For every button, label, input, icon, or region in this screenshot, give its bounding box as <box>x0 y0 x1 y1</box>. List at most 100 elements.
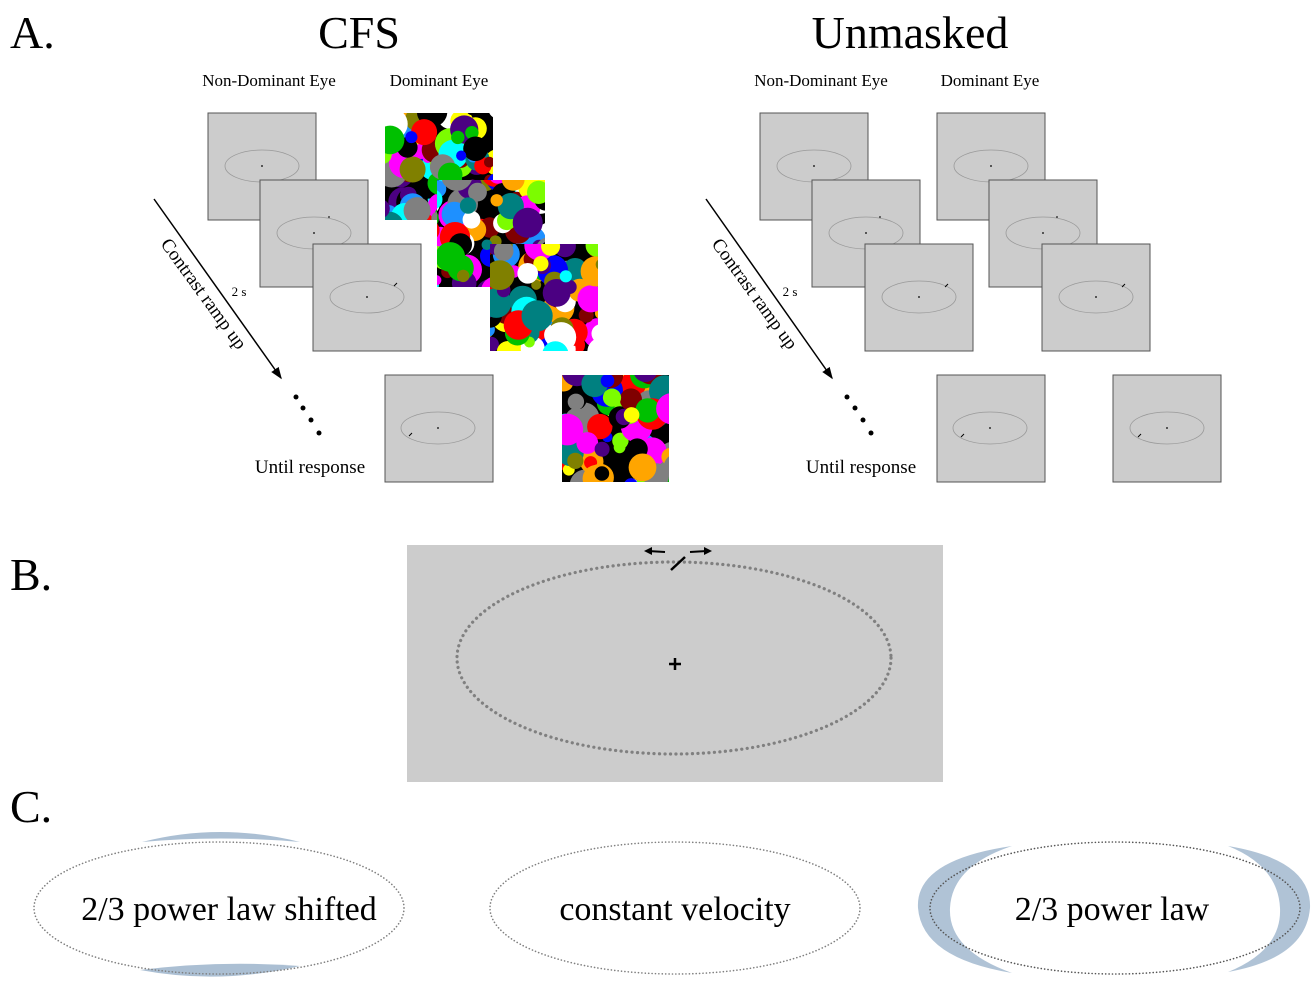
mondrian-circle <box>441 180 472 191</box>
mondrian-circle <box>468 182 487 202</box>
mondrian-circle <box>635 398 660 423</box>
mondrian-circle <box>656 393 669 424</box>
mondrian-circle <box>385 125 405 155</box>
mondrian-circle <box>542 341 569 351</box>
mondrian-circle <box>602 388 622 407</box>
condition-power-law: 2/3 power law <box>917 841 1311 975</box>
stimulus-frame <box>312 243 422 352</box>
mondrian-circle <box>457 269 470 283</box>
mondrian-circle <box>459 197 477 214</box>
condition-label: 2/3 power law shifted <box>81 891 377 928</box>
mondrian-circle <box>580 256 598 287</box>
mondrian-circle <box>667 408 669 419</box>
cfs-until-response: Until response <box>255 457 365 478</box>
unmasked-until-response: Until response <box>806 457 916 478</box>
mondrian-circle <box>437 190 443 209</box>
condition-constant-velocity: constant velocity <box>489 841 861 975</box>
mondrian-circle <box>587 413 613 440</box>
mondrian-circle <box>628 453 657 482</box>
mondrian-circle <box>541 244 561 256</box>
mondrian-circle <box>594 441 610 457</box>
cfs-nondominant-stack <box>207 112 494 483</box>
stimulus-frame <box>1041 243 1151 352</box>
cfs-duration: 2 s <box>232 284 247 299</box>
mondrian-circle <box>437 223 440 238</box>
mondrian-circle <box>577 285 598 313</box>
mondrian-circle <box>490 260 515 290</box>
mondrian-circle <box>661 447 669 466</box>
mondrian-circle <box>405 131 418 144</box>
dotted-ellipse-path <box>33 841 405 975</box>
unmasked-duration: 2 s <box>783 284 798 299</box>
mondrian-mask <box>562 375 669 482</box>
mondrian-circle <box>437 275 442 286</box>
moving-bar-target <box>670 556 686 571</box>
cfs-ellipsis-dots <box>293 394 322 436</box>
unmasked-col-right: Dominant Eye <box>941 71 1040 90</box>
stimulus-frame <box>936 374 1046 483</box>
mondrian-circle <box>501 180 525 191</box>
mondrian-circle <box>594 466 610 481</box>
mondrian-circle <box>663 456 669 478</box>
mondrian-circle <box>527 180 545 204</box>
stimulus-frame <box>384 374 494 483</box>
mondrian-circle <box>567 452 584 469</box>
unmasked-dominant-stack <box>936 112 1222 483</box>
mondrian-circle <box>385 200 390 218</box>
mondrian-circle <box>624 478 638 482</box>
mondrian-circle <box>623 407 640 423</box>
mondrian-circle <box>399 156 426 183</box>
unmasked-title: Unmasked <box>812 7 1009 58</box>
mondrian-circle <box>619 388 643 411</box>
mondrian-circle <box>542 279 571 307</box>
mondrian-circle <box>562 477 567 482</box>
mondrian-circle <box>385 211 403 220</box>
stimulus-frame <box>864 243 974 352</box>
mondrian-circle <box>512 207 543 238</box>
dotted-ellipse-path <box>929 841 1301 975</box>
mondrian-circle <box>456 150 467 161</box>
unmasked-time-arrow <box>705 198 833 380</box>
cfs-col-right: Dominant Eye <box>390 71 489 90</box>
stimulus-frame <box>1112 374 1222 483</box>
mondrian-circle <box>462 210 481 229</box>
condition-shifted: 2/3 power law shifted <box>33 832 405 977</box>
mondrian-circle <box>600 375 615 388</box>
unmasked-col-left: Non-Dominant Eye <box>754 71 888 90</box>
mondrian-circle <box>463 136 488 162</box>
dotted-ellipse-path <box>455 560 893 756</box>
mondrian-circle <box>467 113 478 116</box>
mondrian-circle <box>490 194 503 207</box>
mondrian-circle <box>451 130 465 145</box>
condition-label: constant velocity <box>559 891 790 928</box>
fixation-cross <box>669 658 681 670</box>
cfs-mondrian-stack <box>385 113 669 482</box>
mondrian-circle <box>559 270 572 283</box>
mondrian-mask <box>490 244 598 351</box>
mondrian-circle <box>489 113 493 118</box>
mondrian-circle <box>576 432 599 454</box>
condition-label: 2/3 power law <box>1015 891 1210 928</box>
mondrian-circle <box>573 375 578 376</box>
mondrian-circle <box>437 242 466 272</box>
mondrian-circle <box>613 441 626 454</box>
panel-b-label: B. <box>10 549 52 600</box>
mondrian-circle <box>521 300 553 332</box>
cfs-time-arrow <box>153 198 282 380</box>
mondrian-circle <box>490 180 505 184</box>
velocity-highlight-bottom <box>140 963 300 977</box>
mondrian-circle <box>484 156 493 168</box>
unmasked-ellipsis-dots <box>844 394 874 436</box>
mondrian-circle <box>481 239 493 251</box>
unmasked-nondominant-stack <box>759 112 1046 483</box>
mondrian-circle <box>437 212 439 224</box>
mondrian-circle <box>567 393 585 410</box>
cfs-title: CFS <box>318 7 400 58</box>
cfs-col-left: Non-Dominant Eye <box>202 71 336 90</box>
mondrian-circle <box>587 337 598 351</box>
mondrian-circle <box>595 259 598 270</box>
mondrian-circle <box>533 256 549 272</box>
mondrian-circle <box>591 324 598 343</box>
panel-a-label: A. <box>10 7 55 58</box>
